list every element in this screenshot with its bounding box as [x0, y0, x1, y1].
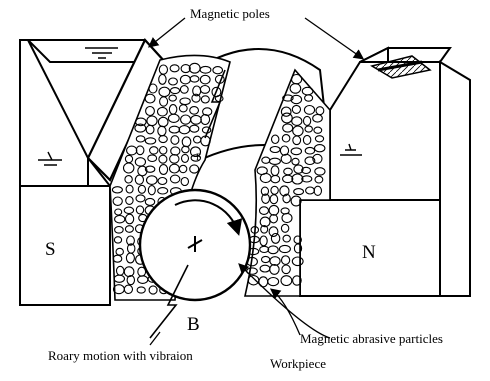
- north-pole-label: N: [362, 242, 376, 263]
- workpiece: [140, 190, 250, 300]
- workpiece-label: Workpiece: [270, 356, 326, 371]
- abrasive-particles-label: Magnetic abrasive particles: [300, 331, 443, 346]
- point-b-label: B: [187, 314, 200, 335]
- flux-mark-label: F: [196, 152, 201, 162]
- rotary-motion-label: Roary motion with vibraion: [48, 348, 193, 363]
- south-pole-label: S: [45, 239, 56, 260]
- magnetic-poles-label: Magnetic poles: [190, 6, 270, 21]
